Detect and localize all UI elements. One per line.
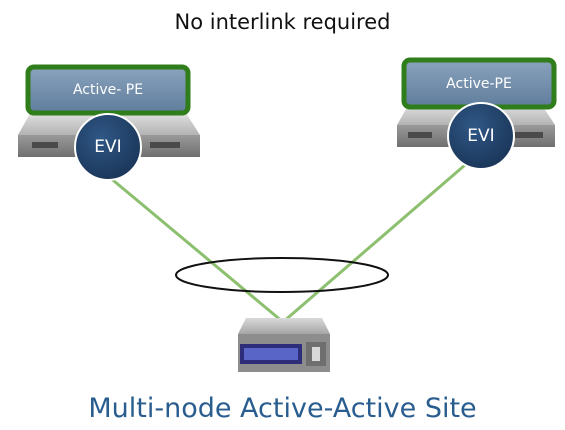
right-pe-label: Active-PE	[446, 76, 512, 92]
ethernet-segment-ellipse	[175, 257, 389, 293]
left-evi-circle	[74, 113, 142, 181]
right-evi-circle	[447, 102, 515, 170]
ce-server-icon	[238, 318, 330, 372]
link-left	[107, 174, 284, 324]
diagram-heading: No interlink required	[174, 10, 391, 34]
left-evi-label: EVI	[94, 137, 122, 157]
diagram-caption: Multi-node Active-Active Site	[88, 393, 477, 424]
left-pe-label: Active- PE	[72, 82, 144, 98]
right-evi-label: EVI	[467, 126, 495, 146]
link-right	[282, 163, 466, 324]
